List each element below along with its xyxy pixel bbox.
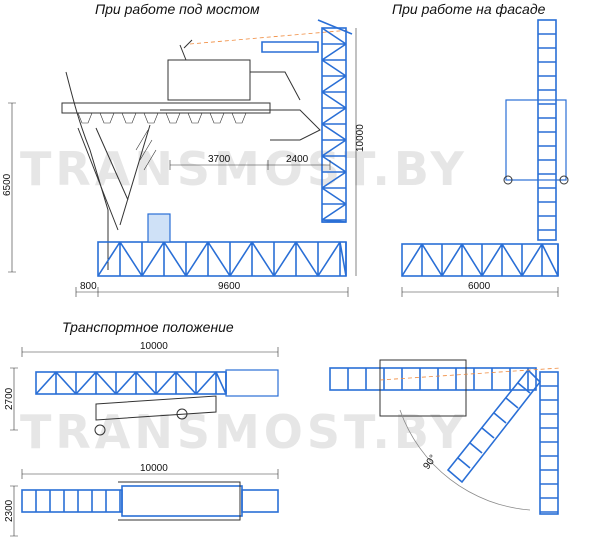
dim-line-10000-top: [21, 469, 279, 479]
facade-wheel-left: [503, 175, 513, 185]
watermark-bottom: TRANSMOST.BY: [20, 405, 468, 459]
upper-arm-link: [317, 19, 353, 35]
boom-arc-line: [189, 29, 351, 45]
facade-wheel-right: [559, 175, 569, 185]
bridge-ribs: [77, 112, 247, 124]
dim-10000-side: 10000: [140, 341, 168, 352]
title-transport: Транспортное положение: [62, 319, 234, 335]
bridge-deck: [61, 102, 271, 114]
pier-hatch: [135, 129, 157, 171]
rotation-arc: [399, 409, 531, 511]
vehicle-mast: [179, 39, 193, 61]
top-truss-left: [21, 489, 123, 513]
plan-diagonal-truss: [446, 368, 542, 484]
view-under-bridge: 3700 2400 6500 10000 800 9600: [2, 19, 366, 297]
transport-end-frame: [225, 369, 279, 397]
dim-2700: 2700: [4, 387, 15, 410]
top-truss-end: [241, 489, 279, 513]
vehicle-cab: [250, 71, 301, 101]
dim-3700: 3700: [208, 154, 231, 165]
under-boom: [160, 109, 321, 141]
transport-wheel-2: [176, 408, 188, 420]
dim-2400: 2400: [286, 154, 309, 165]
dim-10000-vertical: 10000: [355, 124, 366, 152]
transport-chassis: [95, 395, 217, 421]
title-under-bridge: При работе под мостом: [95, 1, 260, 17]
bridge-pier-struts: [77, 124, 151, 231]
basket: [147, 213, 171, 243]
dim-line-horizontal: [169, 160, 331, 170]
facade-carriage: [505, 99, 567, 181]
plan-vertical-rungs: [540, 385, 558, 513]
facade-bottom-lacing: [401, 243, 559, 277]
view-transport-side: 10000 2700: [4, 341, 279, 436]
top-truss-main: [121, 485, 243, 517]
top-truss-rungs: [35, 490, 121, 512]
dim-line-6000: [401, 287, 559, 297]
bridge-pier-outline: [65, 71, 109, 270]
vertical-truss-lacing: [321, 27, 347, 223]
dim-2300: 2300: [4, 499, 15, 522]
plan-axis-line: [379, 367, 561, 381]
title-facade: При работе на фасаде: [392, 1, 546, 17]
dim-10000-top: 10000: [140, 463, 168, 474]
facade-vertical-rungs: [538, 33, 556, 231]
view-transport-top: 10000 2300: [4, 463, 279, 537]
view-plan-rotation: 90°: [329, 359, 561, 515]
upper-arm: [261, 41, 319, 53]
dim-line-bottom: [75, 287, 349, 297]
bottom-truss-frame: [97, 241, 347, 277]
bottom-truss-lacing: [97, 241, 347, 277]
vehicle-body: [167, 59, 251, 101]
plan-vehicle: [379, 359, 467, 417]
dim-800: 800: [80, 281, 97, 292]
dim-line-10000-side: [21, 347, 279, 357]
dim-6000: 6000: [468, 281, 491, 292]
dim-9600: 9600: [218, 281, 241, 292]
plan-diagonal-rungs: [457, 382, 531, 469]
dim-line-2300: [10, 485, 18, 537]
transport-wheel-1: [94, 424, 106, 436]
facade-vertical-truss: [537, 19, 557, 241]
top-chassis-outline: [118, 481, 241, 521]
transport-truss-lacing: [35, 371, 227, 395]
dim-line-6500: [8, 102, 16, 273]
plan-vertical-truss: [539, 371, 559, 515]
dim-line-2700: [10, 367, 18, 431]
view-facade: 6000: [401, 19, 569, 297]
dim-6500: 6500: [2, 173, 13, 196]
transport-truss: [35, 371, 227, 395]
plan-horizontal-truss: [329, 367, 537, 391]
plan-truss-rungs: [347, 368, 529, 390]
